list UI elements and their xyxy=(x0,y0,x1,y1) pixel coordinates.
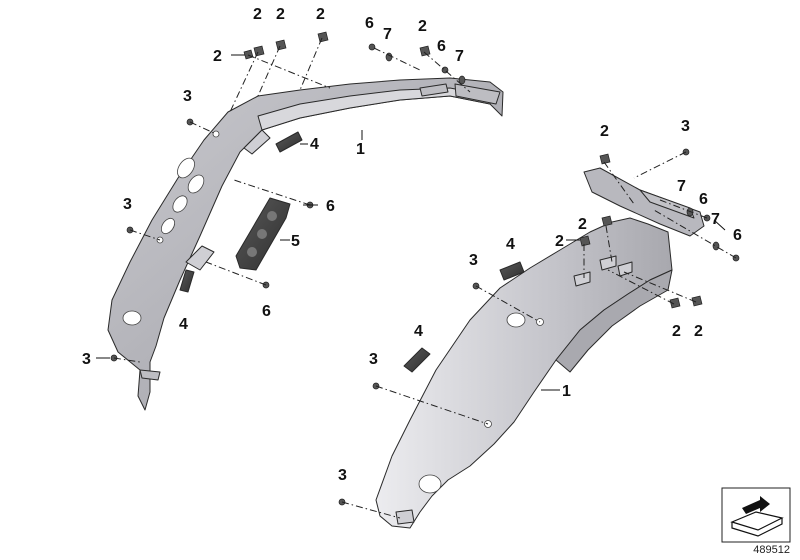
right-small-parts xyxy=(338,148,740,506)
part-1-label: 1 xyxy=(356,141,365,158)
part-7-label: 7 xyxy=(455,48,464,65)
clip-nut-icon xyxy=(601,215,613,227)
left-assembly-lines xyxy=(113,37,471,363)
part-2-label: 2 xyxy=(600,123,609,140)
clip-nut-icon xyxy=(419,45,431,57)
callouts: 2 2 2 2 6 7 2 6 7 3 1 4 3 6 5 4 6 3 2 3 … xyxy=(82,6,742,484)
clip-nut-icon xyxy=(275,39,287,51)
part-3-label: 3 xyxy=(369,351,378,368)
part-1-label: 1 xyxy=(562,383,571,400)
part-2-label: 2 xyxy=(555,233,564,250)
part-7-label: 7 xyxy=(677,178,686,195)
part-6-label: 6 xyxy=(262,303,271,320)
rubber-pad-icon xyxy=(179,269,195,293)
part-3-label: 3 xyxy=(469,252,478,269)
part-4-label: 4 xyxy=(506,236,515,253)
washer-icon xyxy=(712,241,720,251)
right-assembly-lines xyxy=(341,151,737,519)
part-7-label: 7 xyxy=(711,211,720,228)
part-2-label: 2 xyxy=(672,323,681,340)
leader-lines xyxy=(96,54,726,391)
clip-nut-icon xyxy=(669,297,681,309)
clip-nut-icon xyxy=(599,153,611,165)
part-7-label: 7 xyxy=(383,26,392,43)
clip-nut-icon xyxy=(317,31,329,43)
clip-nut-icon xyxy=(579,235,591,247)
part-5-label: 5 xyxy=(291,233,300,250)
rubber-pad-icon xyxy=(275,131,303,153)
part-3-label: 3 xyxy=(338,467,347,484)
part-2-label: 2 xyxy=(418,18,427,35)
right-rear-frame xyxy=(375,167,705,529)
part-3-label: 3 xyxy=(681,118,690,135)
washer-icon xyxy=(458,75,466,85)
part-6-label: 6 xyxy=(326,198,335,215)
part-2-label: 2 xyxy=(316,6,325,23)
orientation-box xyxy=(721,487,791,543)
part-2-label: 2 xyxy=(213,48,222,65)
part-4-label: 4 xyxy=(310,136,319,153)
clip-nut-icon xyxy=(243,49,254,60)
diagram-number: 489512 xyxy=(753,544,790,556)
left-rear-frame xyxy=(107,77,504,411)
screw-icon xyxy=(368,43,376,51)
part-6-label: 6 xyxy=(699,191,708,208)
part-2-label: 2 xyxy=(253,6,262,23)
clip-nut-icon xyxy=(691,295,703,307)
part-4-label: 4 xyxy=(414,323,423,340)
part-3-label: 3 xyxy=(183,88,192,105)
part-3-label: 3 xyxy=(82,351,91,368)
part-4-label: 4 xyxy=(179,316,188,333)
left-small-parts xyxy=(110,31,466,362)
part-6-label: 6 xyxy=(733,227,742,244)
part-6-label: 6 xyxy=(365,15,374,32)
washer-icon xyxy=(385,52,393,62)
part-2-label: 2 xyxy=(276,6,285,23)
clip-nut-icon xyxy=(253,45,265,57)
part-6-label: 6 xyxy=(437,38,446,55)
orientation-arrow-icon xyxy=(730,496,784,537)
rubber-pad-icon xyxy=(499,261,525,281)
part-2-label: 2 xyxy=(694,323,703,340)
part-2-label: 2 xyxy=(578,216,587,233)
part-3-label: 3 xyxy=(123,196,132,213)
rubber-pad-icon xyxy=(403,347,431,373)
